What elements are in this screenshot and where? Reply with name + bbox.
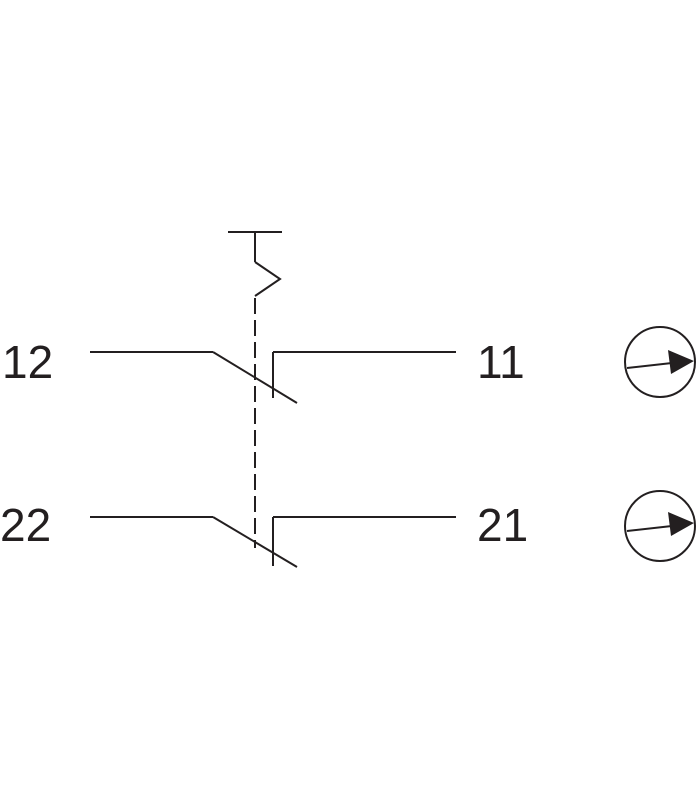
- push-button-icon: [228, 231, 282, 297]
- arrow-circle-icon: [624, 490, 696, 562]
- terminal-label-22: 22: [0, 499, 51, 551]
- arrow-circle-icon: [624, 326, 696, 398]
- contact-row-1: 12 11: [2, 326, 696, 404]
- normally-closed-contact-1: [90, 351, 456, 404]
- normally-closed-contact-2: [90, 516, 456, 568]
- terminal-label-11: 11: [477, 336, 525, 388]
- terminal-label-12: 12: [2, 336, 53, 388]
- terminal-label-21: 21: [477, 499, 528, 551]
- contact-row-2: 22 21: [0, 490, 696, 568]
